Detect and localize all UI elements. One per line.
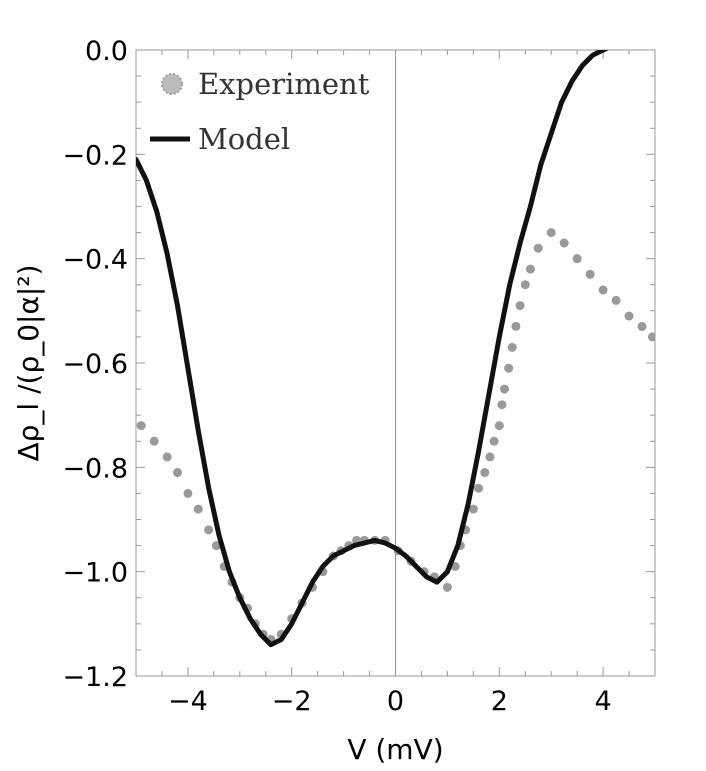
experiment-point [149, 436, 159, 446]
legend-experiment-label: Experiment [198, 67, 370, 101]
experiment-point [511, 321, 521, 331]
y-tick-label: −0.6 [62, 349, 128, 380]
x-tick-label: −2 [272, 686, 312, 717]
y-tick-label: 0.0 [85, 36, 128, 67]
experiment-point [546, 228, 556, 238]
experiment-point [489, 436, 499, 446]
model-line [136, 50, 609, 648]
experiment-point [183, 488, 193, 498]
experiment-point [193, 504, 203, 514]
experiment-point [204, 525, 214, 535]
experiment-point [507, 342, 517, 352]
experiment-point [442, 582, 452, 592]
legend-model-label: Model [198, 122, 290, 156]
series-model [136, 50, 609, 648]
experiment-point [494, 421, 504, 431]
y-tick-label: −0.2 [62, 140, 128, 171]
experiment-point [485, 452, 495, 462]
experiment-point [136, 421, 146, 431]
legend-experiment-marker [161, 73, 183, 95]
experiment-point [499, 384, 509, 394]
y-tick-label: −0.4 [62, 245, 128, 276]
experiment-point [572, 254, 582, 264]
experiment-point [559, 238, 569, 248]
x-tick-label: 2 [491, 686, 508, 717]
experiment-point [504, 363, 514, 373]
y-axis-title: Δρ_l /(ρ_0|α|²) [12, 264, 45, 461]
y-tick-label: −1.2 [62, 662, 128, 693]
series-experiment [136, 228, 655, 644]
x-axis-title: V (mV) [347, 733, 443, 766]
x-tick-label: 4 [595, 686, 612, 717]
experiment-point [468, 504, 478, 514]
y-tick-label: −0.8 [62, 453, 128, 484]
experiment-point [585, 269, 595, 279]
experiment-point [624, 311, 634, 321]
y-tick-label: −1.0 [62, 558, 128, 589]
experiment-point [525, 264, 535, 274]
experiment-point [520, 280, 530, 290]
x-tick-label: 0 [387, 686, 404, 717]
experiment-point [497, 400, 507, 410]
experiment-point [515, 301, 525, 311]
experiment-point [637, 321, 647, 331]
experiment-point [647, 332, 655, 342]
experiment-point [173, 468, 183, 478]
experiment-point [474, 483, 484, 493]
experiment-point [480, 468, 490, 478]
experiment-point [162, 452, 172, 462]
experiment-point [611, 295, 621, 305]
experiment-point [598, 285, 608, 295]
experiment-point [533, 243, 543, 253]
x-tick-label: −4 [168, 686, 208, 717]
experiment-point [211, 541, 221, 551]
